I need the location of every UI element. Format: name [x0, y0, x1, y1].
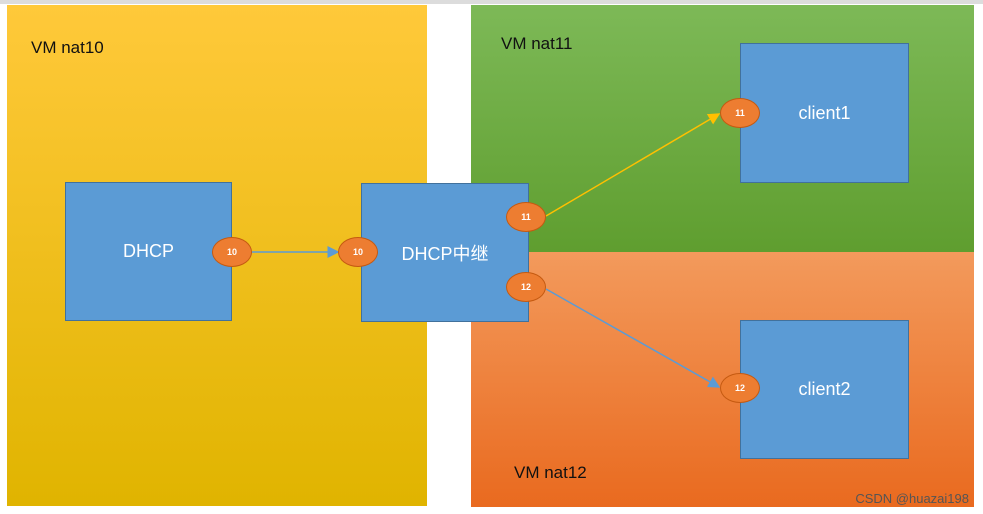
- zone-nat12-label: VM nat12: [514, 463, 587, 482]
- top-strip: [0, 0, 983, 4]
- zone-nat11-label: VM nat11: [501, 34, 573, 53]
- client2-node: client2: [740, 320, 909, 459]
- port-relay-10: 10: [338, 237, 378, 267]
- port-relay-11: 11: [506, 202, 546, 232]
- dhcp-server-label: DHCP: [122, 241, 174, 261]
- client1-label: client1: [798, 102, 851, 123]
- zone-nat10-label: VM nat10: [31, 38, 104, 57]
- link-relay-to-client1: [545, 113, 721, 217]
- watermark: CSDN @huazai198: [855, 491, 969, 506]
- port-relay-12: 12: [506, 272, 546, 302]
- link-relay-to-client2: [545, 288, 721, 388]
- port-dhcp-10: 10: [212, 237, 252, 267]
- dhcp-relay-label: DHCP中继: [401, 243, 489, 264]
- client2-label: client2: [798, 379, 851, 399]
- dhcp-server-node: DHCP: [65, 182, 232, 321]
- port-client1-11: 11: [720, 98, 760, 128]
- port-client2-12: 12: [720, 373, 760, 403]
